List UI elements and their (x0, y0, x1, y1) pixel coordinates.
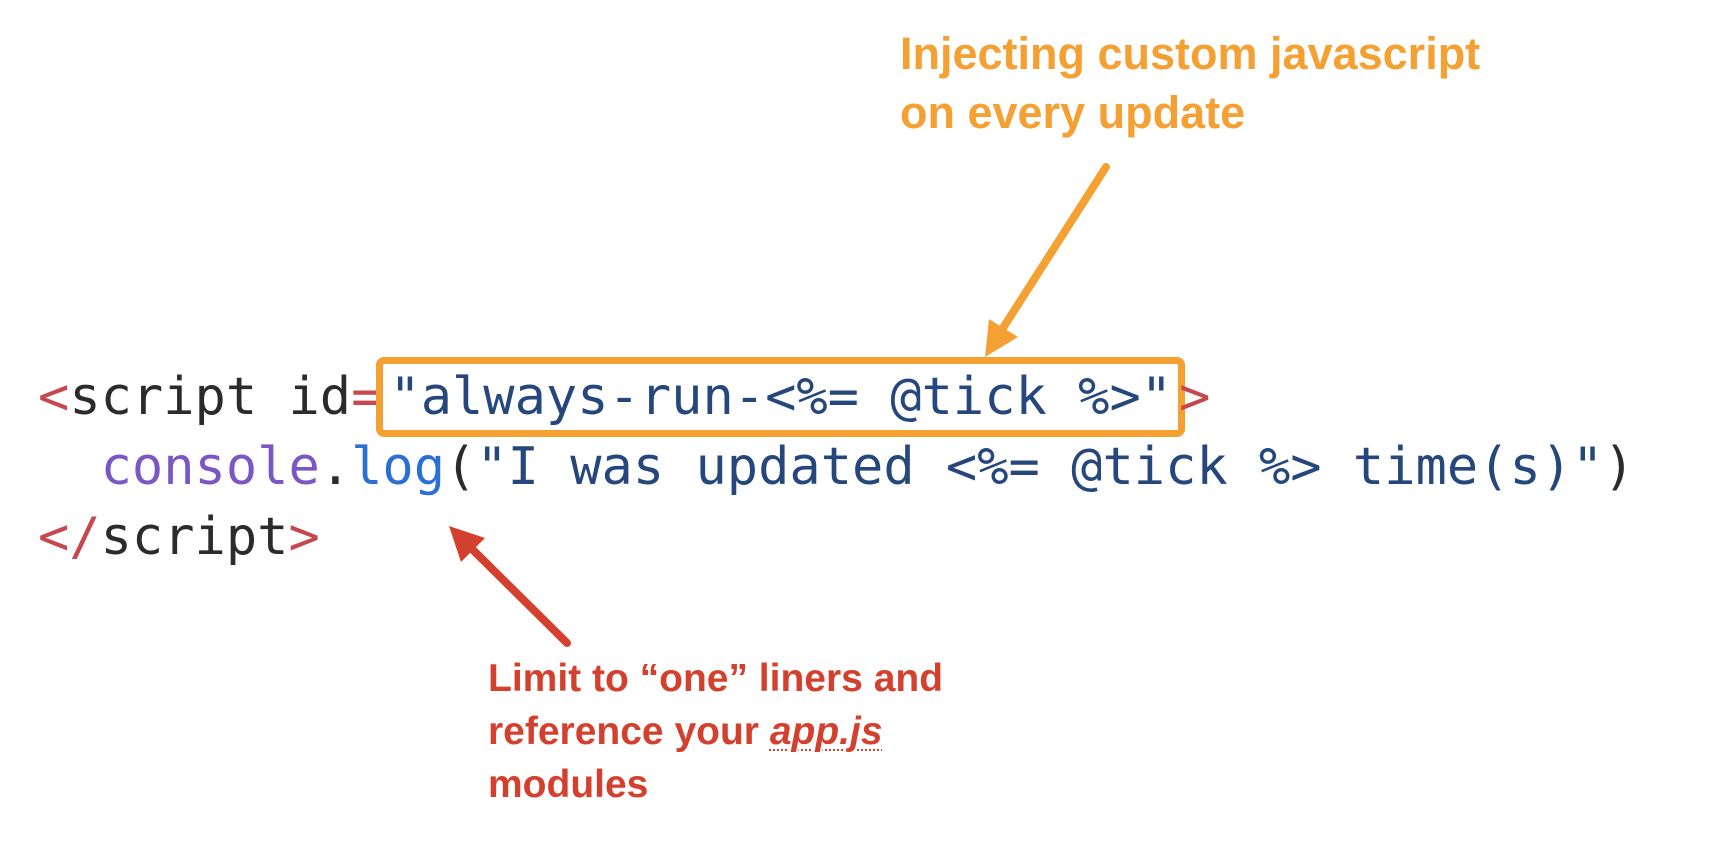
code-token: ) (1603, 437, 1635, 497)
bottom-annotation-appjs: app.js (769, 710, 883, 753)
top-annotation-line2: on every update (900, 87, 1246, 138)
code-token: > (1179, 367, 1211, 427)
code-token: log (351, 437, 446, 497)
code-token: < (38, 367, 70, 427)
bottom-annotation-line3: modules (488, 763, 649, 806)
code-line: <script id="always-run-<%= @tick %>"> (38, 357, 1635, 437)
code-token: . (319, 437, 352, 497)
code-token: = (351, 367, 383, 427)
bottom-annotation: Limit to “one” liners and reference your… (488, 652, 943, 811)
code-token: > (288, 507, 320, 567)
code-token: script id (69, 367, 352, 427)
orange-arrow-shaft (999, 163, 1110, 332)
top-annotation-line1: Injecting custom javascript (900, 28, 1481, 79)
code-token (38, 437, 101, 497)
highlighted-code-token: "always-run-<%= @tick %>" (376, 357, 1186, 437)
orange-arrow (985, 163, 1110, 357)
top-annotation: Injecting custom javascript on every upd… (900, 24, 1480, 142)
code-token: ( (445, 437, 477, 497)
orange-arrow-head (985, 319, 1018, 357)
bottom-annotation-line1: Limit to “one” liners and (488, 657, 944, 700)
bottom-annotation-line2: reference your app.js (488, 705, 943, 758)
code-block: <script id="always-run-<%= @tick %>"> co… (38, 357, 1635, 572)
code-token: "I was updated <%= @tick %> time(s)" (476, 437, 1604, 497)
code-token: console (100, 437, 320, 497)
code-line: console.log("I was updated <%= @tick %> … (38, 432, 1635, 502)
code-token: </ (38, 507, 101, 567)
code-line: </script> (38, 502, 1635, 572)
code-token: script (100, 507, 289, 567)
bottom-annotation-line2-prefix: reference your (488, 710, 770, 753)
